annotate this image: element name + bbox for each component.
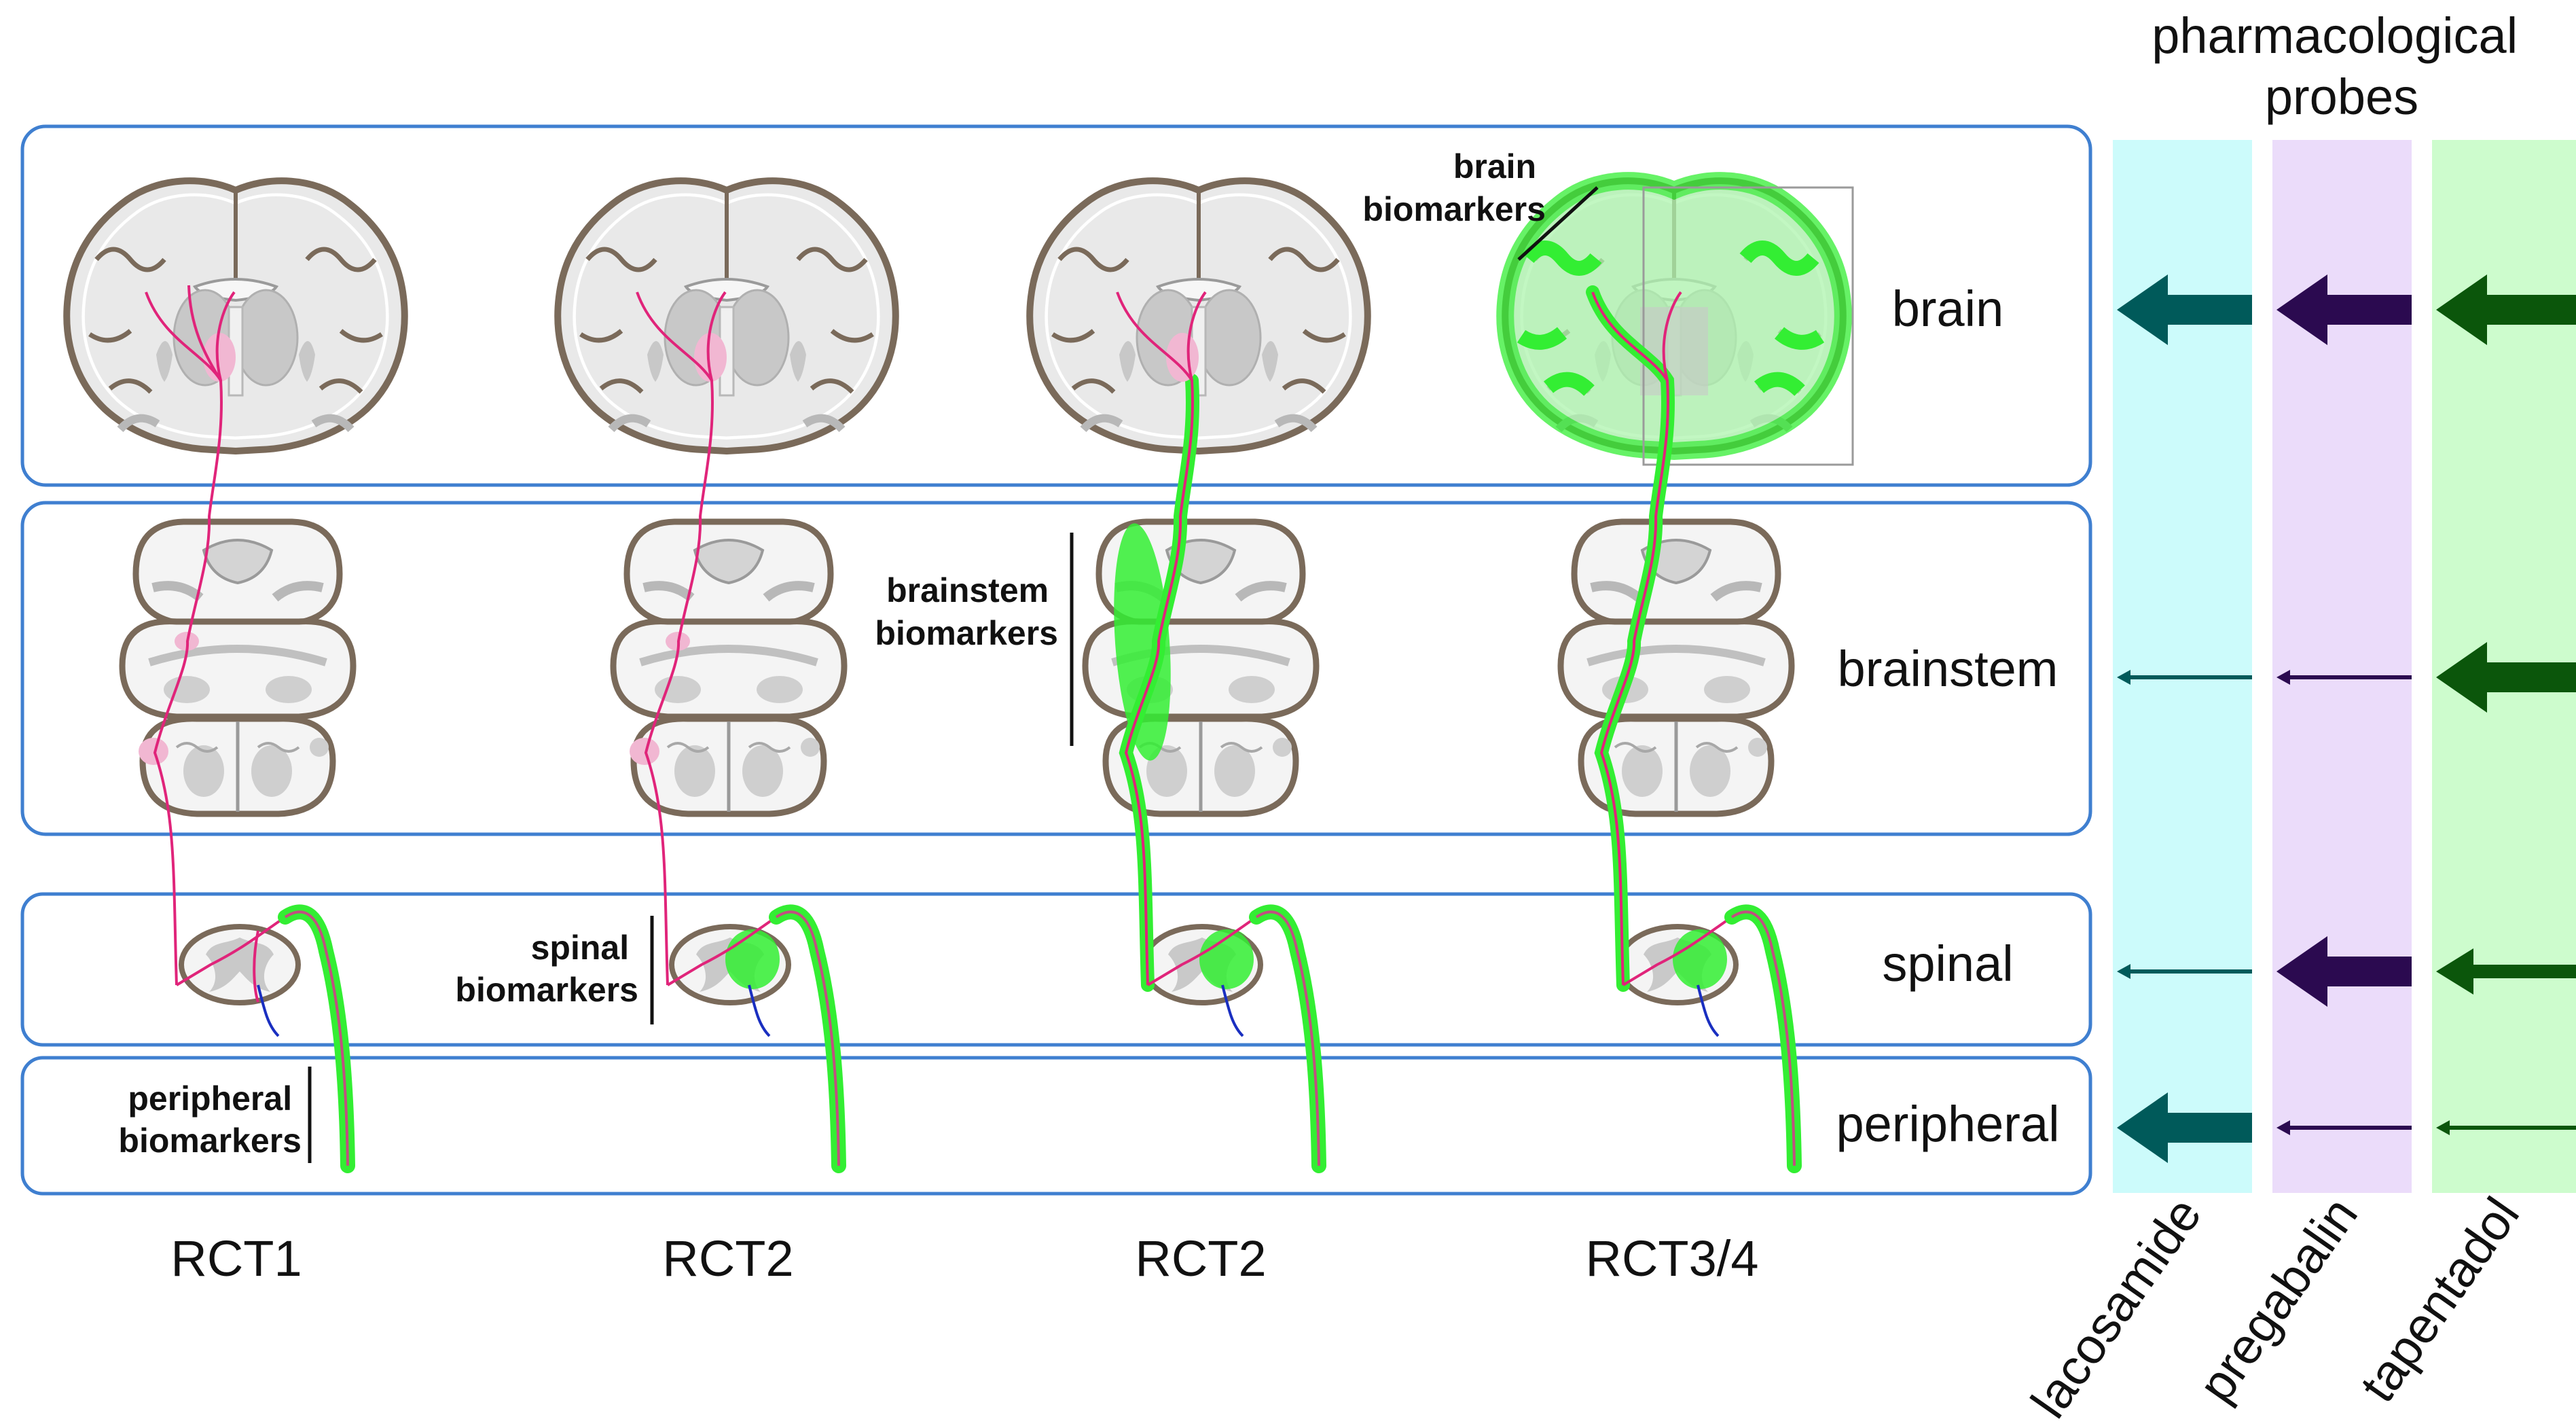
trial-label-rct1: RCT1 xyxy=(170,1230,302,1287)
trial-label-rct2-b: RCT2 xyxy=(1135,1230,1266,1287)
arrow-pregabalin-brain xyxy=(2276,274,2412,345)
brain-biomarkers-bracket xyxy=(1517,186,1599,261)
arrow-lacosamide-peripheral xyxy=(2117,1092,2252,1163)
panel-brainstem xyxy=(20,501,2092,836)
arrow-tapentadol-spinal xyxy=(2436,948,2576,995)
panel-peripheral xyxy=(20,1056,2092,1196)
panel-brain xyxy=(20,124,2092,487)
peripheral-biomarkers-line1: peripheral xyxy=(128,1079,292,1118)
column-rct1 xyxy=(67,181,404,1173)
arrow-lacosamide-brainstem xyxy=(2117,670,2252,685)
brainstem-biomarkers-line2: biomarkers xyxy=(875,614,1058,652)
arrow-tapentadol-brain xyxy=(2436,274,2576,345)
brainstem-biomarkers-line1: brainstem xyxy=(886,571,1049,609)
brain-biomarkers-label: brain biomarkers xyxy=(1362,147,1546,228)
peripheral-biomarkers-line2: biomarkers xyxy=(118,1122,302,1160)
column-rct34 xyxy=(1496,172,1854,1173)
brain-biomarkers-line2: biomarkers xyxy=(1362,190,1546,228)
arrow-lacosamide-spinal xyxy=(2117,964,2252,979)
arrow-tapentadol-peripheral xyxy=(2436,1120,2576,1135)
level-label-brain: brain xyxy=(1892,281,2004,337)
peripheral-biomarkers-label: peripheral biomarkers xyxy=(118,1079,302,1160)
trial-label-rct2-a: RCT2 xyxy=(662,1230,793,1287)
arrow-pregabalin-brainstem xyxy=(2276,670,2412,685)
arrow-pregabalin-spinal xyxy=(2276,936,2412,1007)
brain-zoom-box xyxy=(1642,186,1854,466)
probe-effect-arrows xyxy=(2117,274,2576,1163)
arrow-pregabalin-peripheral xyxy=(2276,1120,2412,1135)
level-label-peripheral: peripheral xyxy=(1836,1096,2059,1152)
probe-name-lacosamide: lacosamide xyxy=(2020,1188,2212,1428)
arrow-lacosamide-brain xyxy=(2117,274,2252,345)
panel-spinal xyxy=(20,892,2092,1047)
level-label-brainstem: brainstem xyxy=(1838,641,2058,697)
arrow-tapentadol-brainstem xyxy=(2436,642,2576,713)
trial-label-rct34: RCT3/4 xyxy=(1586,1230,1759,1287)
spinal-biomarkers-line2: biomarkers xyxy=(455,971,638,1009)
brain-biomarkers-line1: brain xyxy=(1453,147,1536,185)
spinal-biomarkers-line1: spinal xyxy=(531,929,629,967)
probes-title-line2: probes xyxy=(2265,69,2418,125)
probe-name-tapentadol: tapentadol xyxy=(2349,1188,2530,1412)
brainstem-biomarkers-label: brainstem biomarkers xyxy=(875,571,1058,652)
probes-title: pharmacological probes xyxy=(2152,7,2531,125)
column-rct2-spinal xyxy=(558,181,895,1173)
probes-title-line1: pharmacological xyxy=(2152,7,2518,64)
probe-name-pregabalin: pregabalin xyxy=(2188,1188,2368,1412)
level-label-spinal: spinal xyxy=(1882,935,2013,992)
spinal-biomarkers-label: spinal biomarkers xyxy=(455,929,638,1009)
column-rct2-brainstem xyxy=(1030,181,1367,1173)
